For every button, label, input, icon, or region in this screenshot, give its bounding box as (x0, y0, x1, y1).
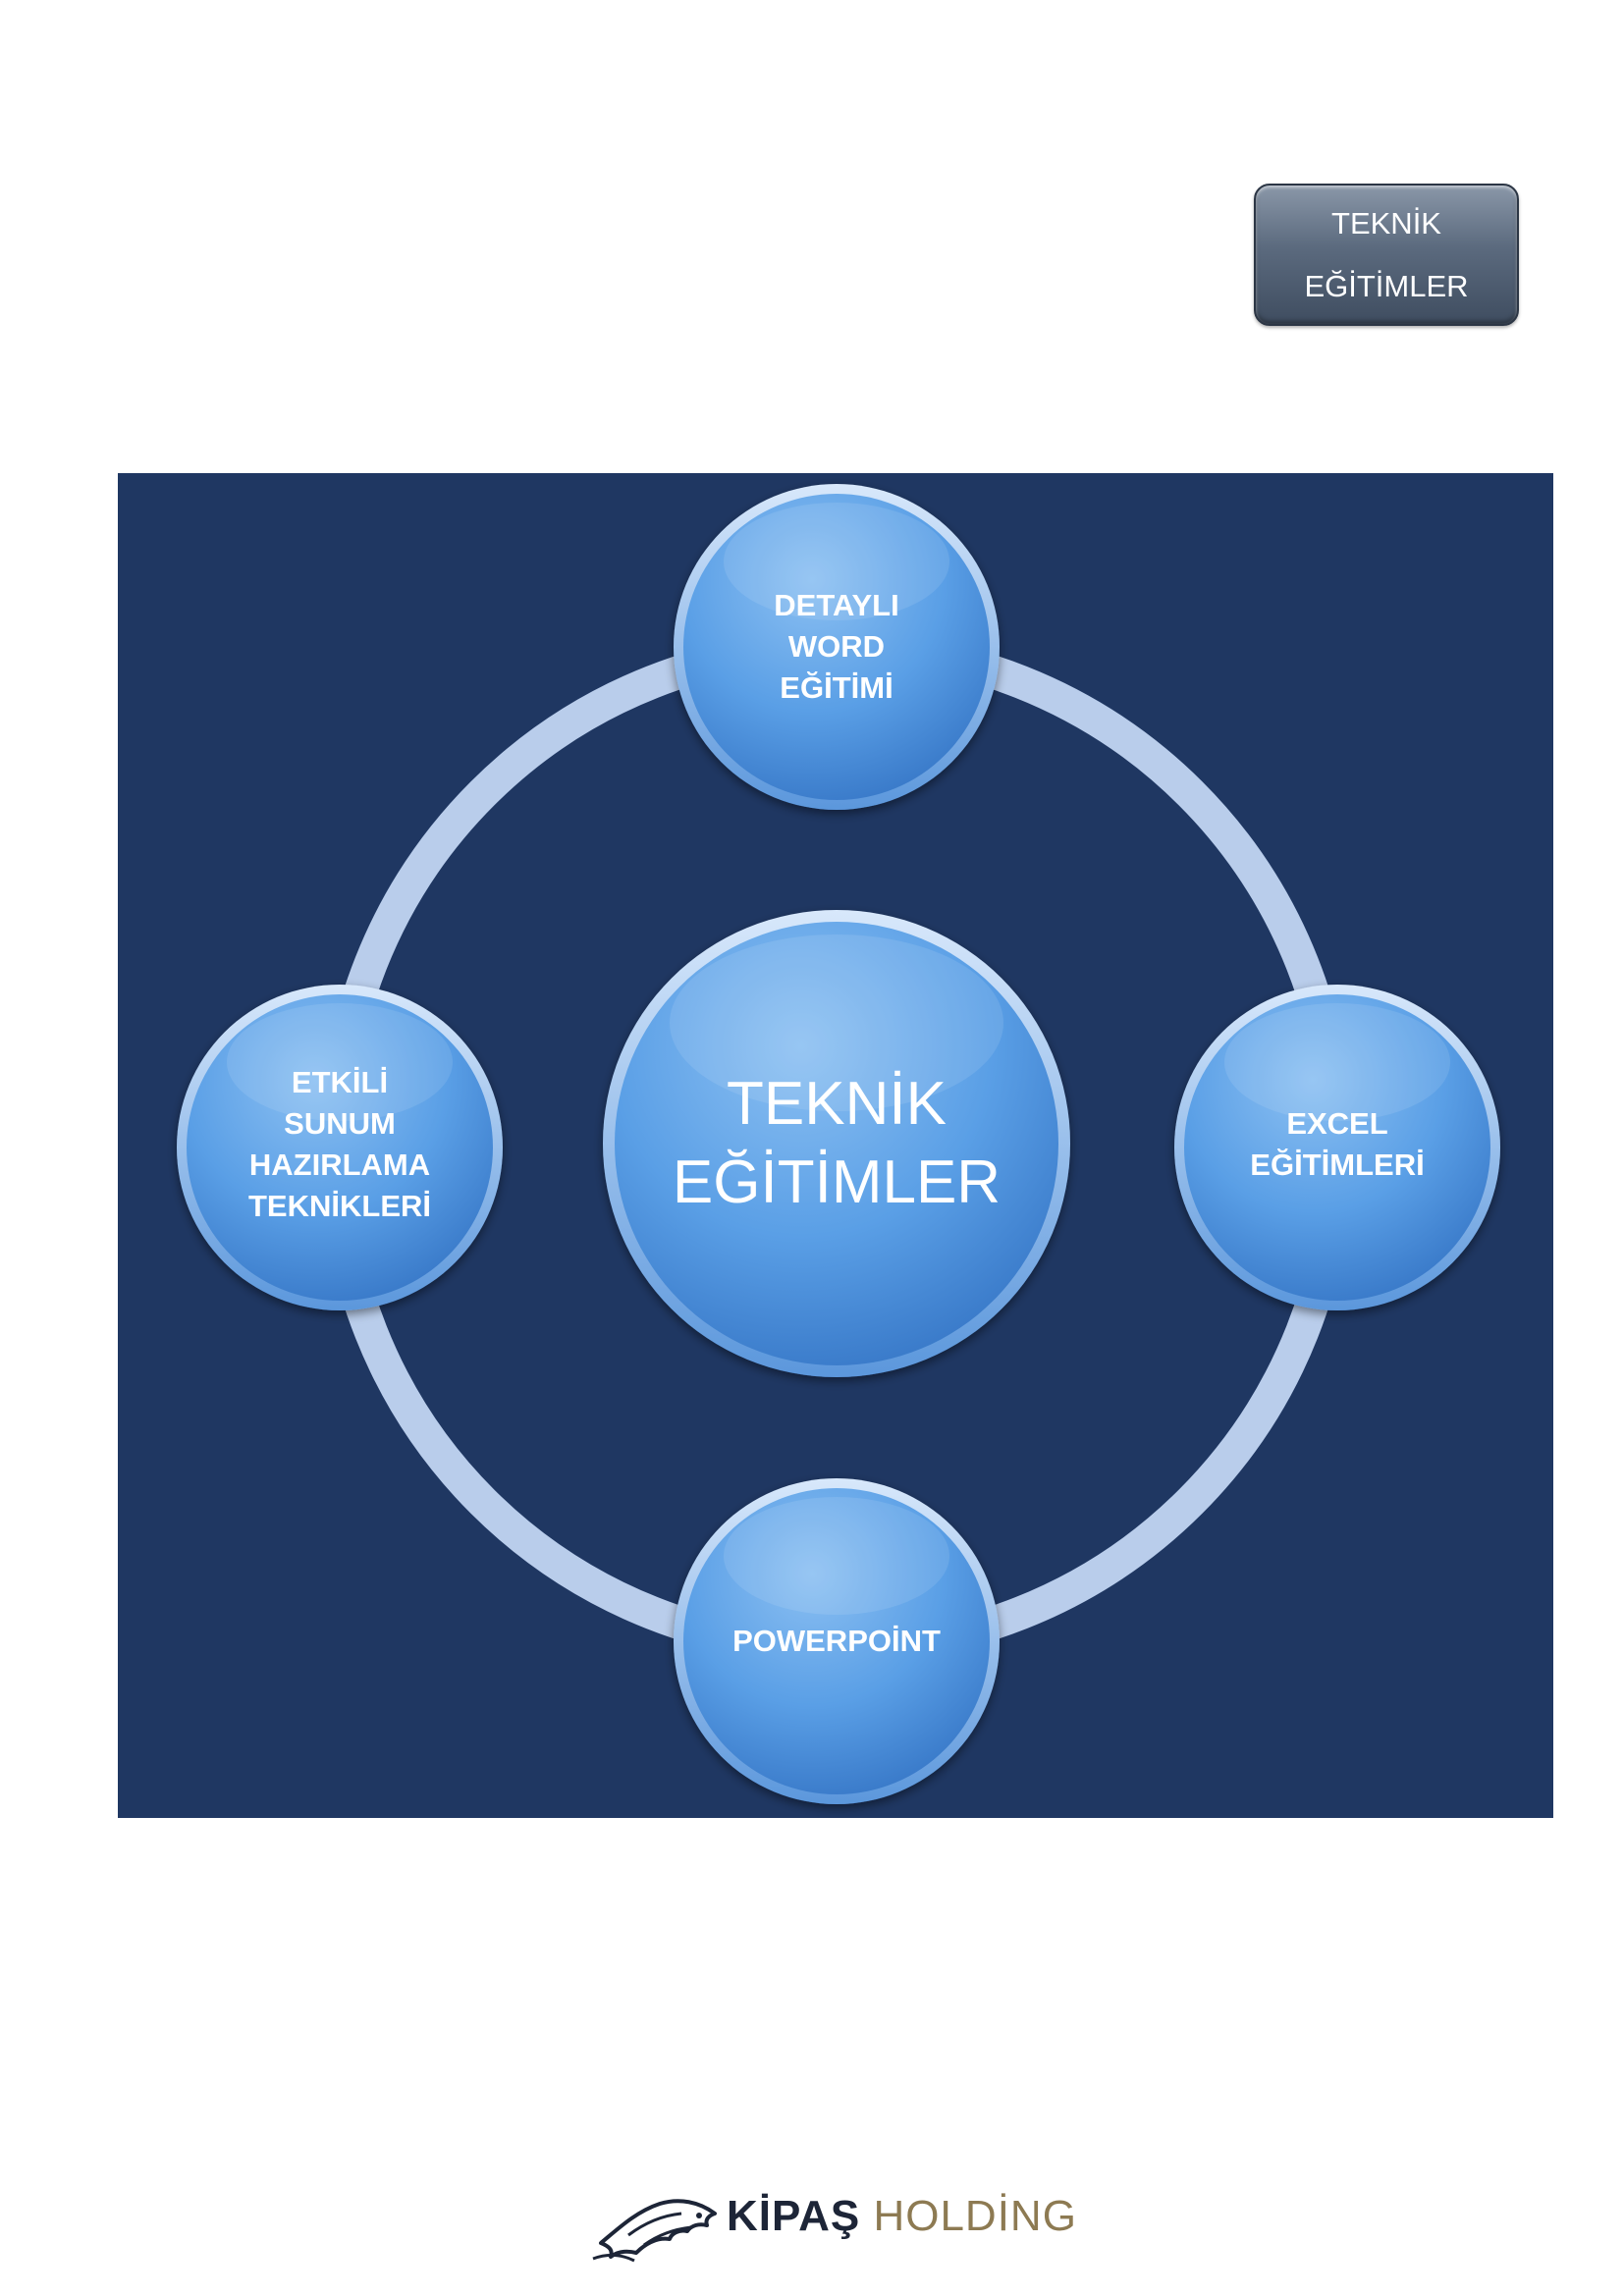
logo-holding-text: HOLDİNG (873, 2192, 1077, 2240)
cycle-diagram-panel: TEKNİK EĞİTİMLER DETAYLI WORD EĞİTİMİ EX… (118, 473, 1553, 1818)
node-powerpoint (674, 1478, 1000, 1804)
node-powerpoint-line-1: POWERPOİNT (732, 1624, 941, 1658)
center-node (603, 910, 1070, 1377)
node-presentation-label: ETKİLİ SUNUM HAZIRLAMA TEKNİKLERİ (248, 1062, 431, 1227)
node-word (674, 484, 1000, 810)
node-presentation-line-3: HAZIRLAMA (248, 1148, 431, 1182)
node-presentation-line-1: ETKİLİ (291, 1065, 389, 1099)
badge-line-2: EĞİTİMLER (1304, 268, 1469, 303)
node-excel-line-2: EĞİTİMLERİ (1250, 1148, 1425, 1182)
cycle-diagram (177, 484, 1500, 1804)
center-label-line-1: TEKNİK (727, 1070, 947, 1138)
panther-logo-icon (592, 2199, 717, 2263)
logo-brand-text: KİPAŞ (727, 2192, 861, 2240)
node-presentation-line-4: TEKNİKLERİ (248, 1189, 431, 1223)
node-powerpoint-label: POWERPOİNT (732, 1621, 941, 1662)
badge-line-1: TEKNİK (1331, 205, 1441, 240)
center-label-line-2: EĞİTİMLER (672, 1148, 1001, 1216)
section-badge: TEKNİK EĞİTİMLER (1254, 184, 1519, 326)
node-excel-line-1: EXCEL (1286, 1106, 1388, 1141)
node-excel-label: EXCEL EĞİTİMLERİ (1250, 1103, 1424, 1186)
node-excel (1174, 985, 1500, 1310)
node-word-line-3: EĞİTİMİ (780, 670, 893, 705)
logo-wordmark: KİPAŞ HOLDİNG (727, 2192, 1077, 2241)
node-word-line-1: DETAYLI (774, 588, 899, 622)
node-presentation-line-2: SUNUM (284, 1106, 396, 1141)
node-word-line-2: WORD (787, 629, 886, 664)
center-node-label: TEKNİK EĞİTİMLER (673, 1065, 1001, 1222)
node-presentation (177, 985, 503, 1310)
company-logo: KİPAŞ HOLDİNG (589, 2174, 1076, 2268)
node-word-label: DETAYLI WORD EĞİTİMİ (774, 585, 898, 709)
